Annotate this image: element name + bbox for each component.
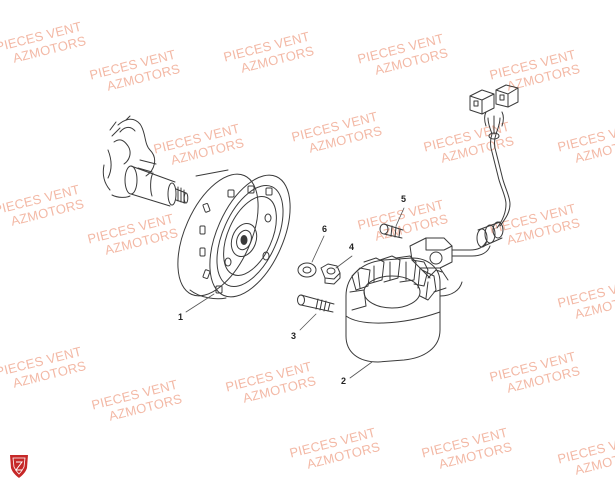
stator: [345, 255, 463, 363]
bolt-3: [297, 294, 335, 313]
shield-logo-icon: [10, 455, 28, 478]
callout-6: 6: [322, 224, 327, 234]
crankshaft: [124, 165, 189, 207]
wire-connector: [495, 84, 519, 108]
flywheel-rotor: [177, 169, 291, 300]
bolt-5: [379, 223, 404, 239]
wire-grommet: [476, 221, 504, 248]
callout-5: 5: [401, 194, 406, 204]
callout-2: 2: [341, 376, 346, 386]
nut: [320, 263, 341, 285]
washer: [297, 262, 317, 278]
wire-connector: [469, 89, 495, 115]
callout-3: 3: [291, 331, 296, 341]
crankcase-outline: [102, 115, 157, 198]
callout-4: 4: [349, 242, 354, 252]
pickup-coil: [409, 237, 491, 281]
wiring-harness: [484, 111, 511, 229]
leader-lines: [185, 207, 405, 379]
callout-1: 1: [178, 312, 183, 322]
